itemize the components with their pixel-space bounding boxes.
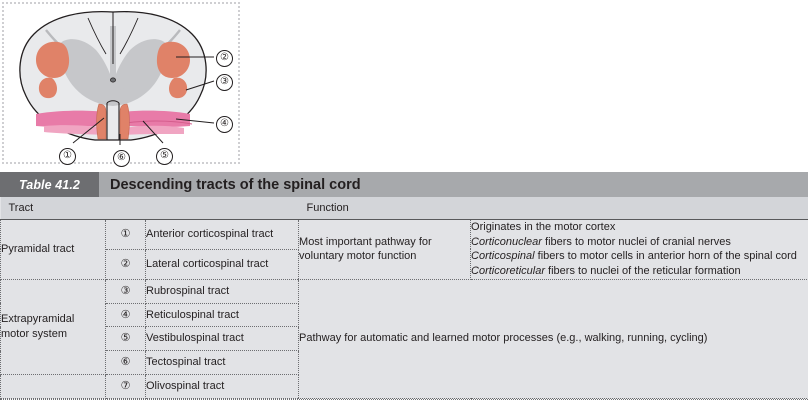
tract-name-tectospinal: Tectospinal tract <box>145 350 300 375</box>
spinal-cord-diagram <box>19 10 215 145</box>
figure-callout-6: ⑥ <box>113 150 130 167</box>
tract-lateral-corticospinal-right <box>156 41 190 78</box>
table-row: ④ Reticulospinal tract <box>1 303 808 328</box>
tract-band-pink-left-lower <box>44 125 104 135</box>
tract-band-pink-right <box>122 110 190 127</box>
detail-line-corticospinal: Corticospinal fibers to motor cells in a… <box>471 250 797 263</box>
tract-anterior-corticospinal-left <box>96 103 107 140</box>
table-row: ② Lateral corticospinal tract <box>1 249 808 280</box>
tract-number-6: ⑥ <box>105 350 146 375</box>
posterolateral-sulcus-right <box>119 17 139 55</box>
column-header-function: Function <box>298 197 808 220</box>
figure-callout-5: ⑤ <box>156 148 173 165</box>
tract-number-4: ④ <box>105 303 146 328</box>
posterolateral-sulcus-left <box>87 17 107 55</box>
figure-callout-3: ③ <box>216 74 233 91</box>
tract-band-pink-right-lower <box>122 125 184 135</box>
leader-line-1 <box>72 117 105 144</box>
group-name-extrapyramidal: Extrapyramidal motor system <box>0 279 106 375</box>
table-row: ⑥ Tectospinal tract <box>1 350 808 375</box>
leader-line-4 <box>175 118 215 124</box>
function-extrapyramidal: Pathway for automatic and learned motor … <box>298 279 808 399</box>
leader-line-5 <box>142 120 164 144</box>
table-row: Pyramidal tract ① Anterior corticospinal… <box>0 219 808 280</box>
tract-name-lateral-corticospinal: Lateral corticospinal tract <box>145 249 300 280</box>
tract-number-3: ③ <box>105 279 146 304</box>
table-bottom-rule <box>0 398 808 400</box>
figure-callout-4: ④ <box>216 116 233 133</box>
figure-callout-1: ① <box>59 148 76 165</box>
group-name-pyramidal: Pyramidal tract <box>0 219 106 280</box>
table-header-row: Tract Function <box>0 197 808 220</box>
descending-tracts-table: Table 41.2 Descending tracts of the spin… <box>0 172 808 400</box>
function-pyramidal: Most important pathway for voluntary mot… <box>298 219 472 280</box>
tract-name-reticulospinal: Reticulospinal tract <box>145 303 300 328</box>
group-name-spacer <box>0 374 106 399</box>
tract-number-2: ② <box>105 249 146 280</box>
tract-rubrospinal-right <box>169 77 188 99</box>
tract-anterior-corticospinal-right <box>119 103 130 140</box>
tract-number-7: ⑦ <box>105 374 146 399</box>
tract-name-vestibulospinal: Vestibulospinal tract <box>145 326 300 352</box>
anterior-median-fissure <box>106 103 120 140</box>
detail-line-corticonuclear: Corticonuclear fibers to motor nuclei of… <box>471 235 731 248</box>
leader-line-3 <box>185 80 215 91</box>
tract-number-5: ⑤ <box>105 326 146 352</box>
gray-matter-commissure <box>60 58 166 106</box>
fissure-apex <box>106 100 120 104</box>
column-header-tract: Tract <box>0 197 299 220</box>
spinal-cord-figure: ① ⑥ ⑤ ② ③ ④ <box>0 0 244 170</box>
table-caption: Descending tracts of the spinal cord <box>110 176 361 193</box>
central-canal <box>110 77 116 83</box>
tract-band-pink-left <box>36 110 104 127</box>
table-number-badge: Table 41.2 <box>0 172 99 197</box>
tract-name-anterior-corticospinal: Anterior corticospinal tract <box>145 219 300 250</box>
table-titlebar: Table 41.2 Descending tracts of the spin… <box>0 172 808 197</box>
figure-callout-2: ② <box>216 50 233 67</box>
table-row: ⑦ Olivospinal tract <box>0 374 808 399</box>
tract-name-olivospinal: Olivospinal tract <box>145 374 300 399</box>
detail-line-corticoreticular: Corticoreticular fibers to nuclei of the… <box>471 265 741 278</box>
tract-name-rubrospinal: Rubrospinal tract <box>145 279 300 304</box>
table-row: Extrapyramidal motor system ③ Rubrospina… <box>0 279 808 399</box>
tract-rubrospinal-left <box>38 77 57 99</box>
tract-number-1: ① <box>105 219 146 250</box>
details-pyramidal: Originates in the motor cortex Corticonu… <box>470 219 808 280</box>
tract-lateral-corticospinal-left <box>36 41 70 78</box>
table-row: ⑤ Vestibulospinal tract <box>1 326 808 352</box>
detail-line-origin: Originates in the motor cortex <box>471 221 616 233</box>
tracts-grid: Tract Function Pyramidal tract ① Anterio… <box>0 197 808 399</box>
